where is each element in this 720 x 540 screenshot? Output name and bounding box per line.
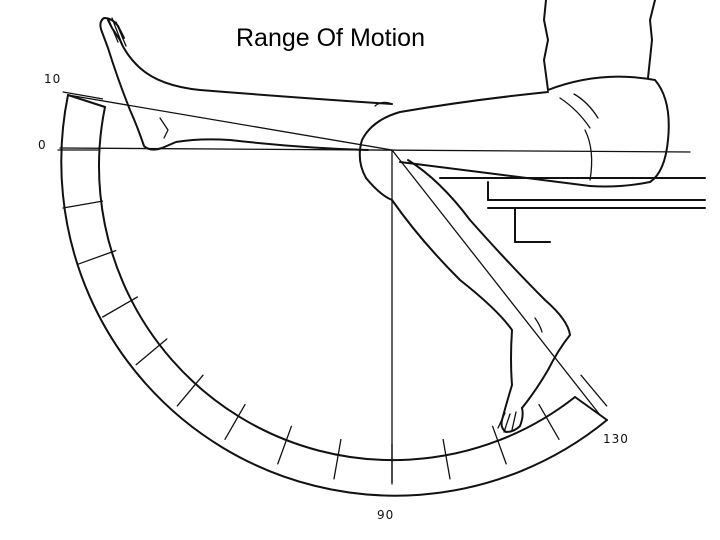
label-10-degrees: 10	[44, 72, 62, 86]
goniometer-tick	[333, 438, 342, 480]
label-0-degrees: 0	[38, 138, 47, 152]
table	[439, 177, 706, 243]
flexed-lower-leg	[365, 159, 571, 433]
goniometer-tick	[135, 338, 168, 366]
goniometer-outer-arc	[60, 94, 608, 497]
goniometer-tick	[62, 200, 104, 209]
goniometer-tick	[580, 374, 608, 407]
zero-degree-line	[59, 147, 691, 153]
thigh	[358, 91, 591, 187]
goniometer-cap-130	[574, 396, 608, 421]
goniometer-tick	[442, 438, 451, 480]
goniometer-inner-arc	[98, 106, 576, 462]
goniometer-tick	[102, 296, 139, 318]
label-90-degrees: 90	[377, 508, 395, 522]
ten-degree-line	[67, 94, 393, 151]
goniometer-tick	[538, 403, 560, 440]
goniometer-tick	[77, 249, 117, 265]
label-130-degrees: 130	[603, 432, 629, 446]
goniometer-cap-10	[67, 94, 106, 108]
goniometer-scale	[57, 91, 608, 497]
goniometer-tick	[491, 425, 507, 465]
one-thirty-degree-line	[391, 149, 601, 416]
goniometer-tick	[277, 425, 293, 465]
goniometer-tick	[176, 374, 204, 407]
goniometer-tick	[62, 91, 104, 100]
goniometer-tick	[224, 403, 246, 440]
extended-leg	[99, 17, 393, 151]
slide-title: Range Of Motion	[236, 24, 425, 52]
upper-body	[543, 0, 670, 188]
